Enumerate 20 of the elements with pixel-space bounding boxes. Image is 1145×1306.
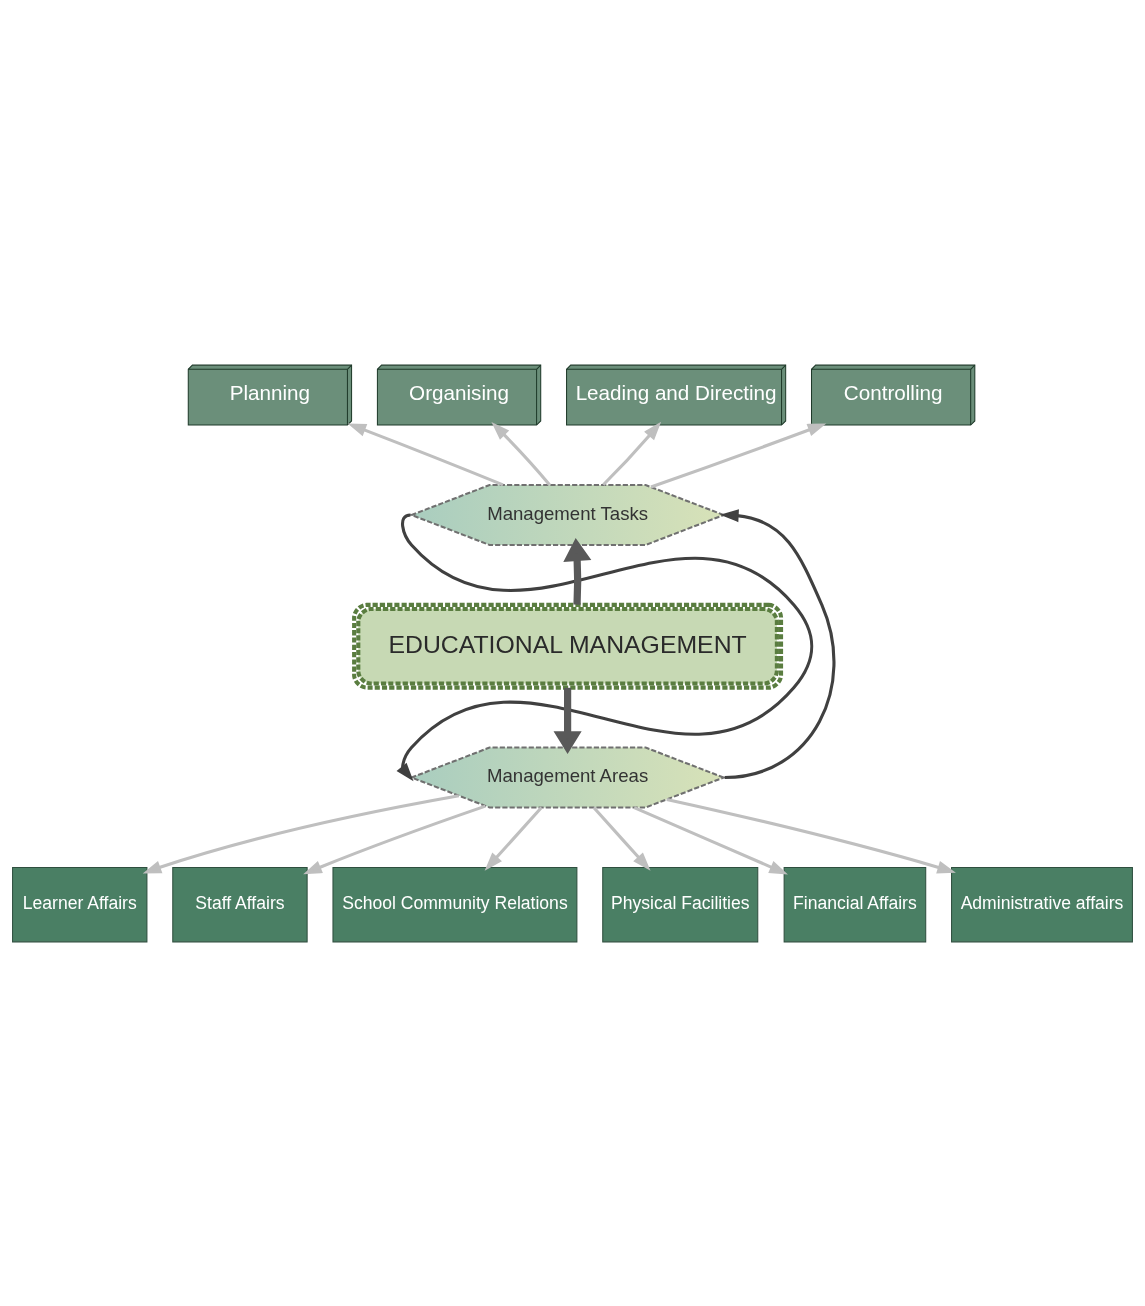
arrow: [553, 687, 582, 754]
arrow: [142, 793, 460, 873]
node-box: Staff Affairs: [172, 866, 308, 942]
node-box: Financial Affairs: [783, 866, 927, 942]
node-box: Learner Affairs: [12, 866, 148, 942]
node-box: School Community Relations: [332, 866, 578, 942]
arrow: [650, 422, 827, 488]
arrow: [602, 421, 662, 486]
node-box: Administrative affairs: [951, 866, 1133, 942]
arrow: [592, 806, 651, 871]
arrow: [720, 508, 836, 779]
arrow: [633, 805, 788, 874]
node-box: EDUCATIONAL MANAGEMENT: [352, 602, 784, 690]
arrow: [563, 537, 592, 605]
arrow: [347, 422, 504, 486]
node-box: Physical Facilities: [602, 866, 759, 942]
arrow: [303, 804, 486, 874]
arrow: [666, 797, 956, 873]
arrow: [484, 806, 543, 871]
arrow: [491, 421, 551, 486]
